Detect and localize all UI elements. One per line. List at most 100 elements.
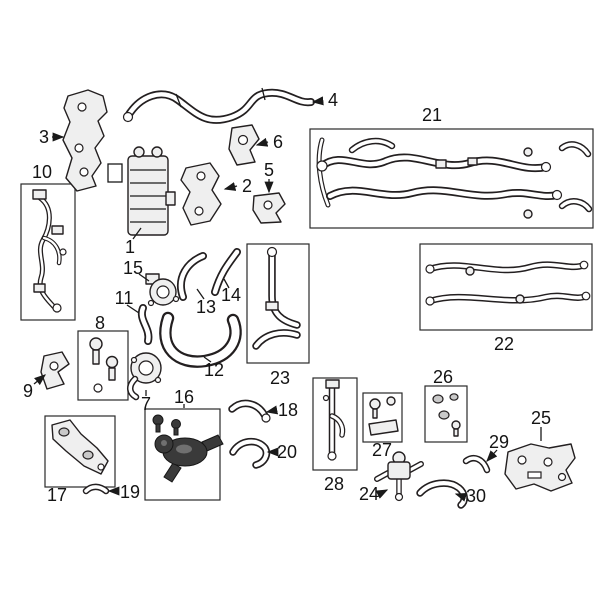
part-17-bracket-group <box>51 419 109 475</box>
housing-highlight <box>176 444 192 454</box>
group-box-22 <box>419 243 593 331</box>
part-label-23[interactable]: 23 <box>269 368 291 388</box>
pipe-fitting <box>467 157 478 166</box>
part-label-28[interactable]: 28 <box>323 474 345 494</box>
connector <box>33 283 46 293</box>
part-label-20[interactable]: 20 <box>276 442 298 462</box>
leader-14 <box>223 278 230 289</box>
pipe-fitting <box>465 266 475 276</box>
part-1-clip <box>107 163 123 183</box>
part-label-27[interactable]: 27 <box>371 440 393 460</box>
part-label-17[interactable]: 17 <box>46 485 68 505</box>
part-label-13[interactable]: 13 <box>195 297 217 317</box>
part-label-29[interactable]: 29 <box>488 432 510 452</box>
pipe-fitting <box>265 301 279 311</box>
pipe-fitting <box>515 294 525 304</box>
part-27-stud-group <box>368 396 399 436</box>
part-9-bracket <box>40 351 70 390</box>
part-8-stud-group <box>89 337 119 393</box>
part-7-water-pump <box>127 352 162 401</box>
leader-11 <box>126 304 140 314</box>
part-label-7[interactable]: 7 <box>140 394 152 414</box>
group-box-27 <box>362 392 403 443</box>
part-label-10[interactable]: 10 <box>31 162 53 182</box>
connector <box>51 225 64 235</box>
part-25-bracket <box>504 443 576 492</box>
hose-clamp-marks <box>175 87 266 108</box>
bolt <box>523 147 533 157</box>
group-box-21 <box>309 128 594 229</box>
leader-1 <box>132 227 142 240</box>
part-label-26[interactable]: 26 <box>432 367 454 387</box>
part-3-bracket <box>62 89 108 192</box>
group-box-23 <box>246 243 310 364</box>
part-2-bracket <box>180 162 222 226</box>
part-label-19[interactable]: 19 <box>119 482 141 502</box>
part-26-grommet-group <box>432 393 461 437</box>
part-13-hose <box>177 252 207 301</box>
part-18-hose <box>228 399 271 423</box>
leader-12 <box>203 356 212 363</box>
leader-6 <box>255 137 269 147</box>
pipe-fitting <box>435 159 447 169</box>
part-label-21[interactable]: 21 <box>421 105 443 125</box>
part-label-24[interactable]: 24 <box>358 484 380 504</box>
part-label-2[interactable]: 2 <box>241 176 253 196</box>
part-label-3[interactable]: 3 <box>38 127 50 147</box>
grommet <box>58 427 70 437</box>
part-label-22[interactable]: 22 <box>493 334 515 354</box>
group-box-8 <box>77 330 129 401</box>
part-label-14[interactable]: 14 <box>220 285 242 305</box>
part-4-hose <box>122 87 315 124</box>
group-box-28 <box>312 377 358 471</box>
part-label-12[interactable]: 12 <box>203 360 225 380</box>
leader-29 <box>486 449 498 462</box>
leader-15 <box>138 273 150 282</box>
part-1-assembly <box>107 146 176 236</box>
leader-30 <box>454 492 468 502</box>
group-box-17 <box>44 415 116 488</box>
connector <box>32 189 47 200</box>
part-11-hose <box>137 304 153 345</box>
grommet <box>82 450 94 460</box>
leader-lines <box>33 96 542 502</box>
part-15-water-pump <box>145 273 180 307</box>
part-label-5[interactable]: 5 <box>263 160 275 180</box>
part-label-1[interactable]: 1 <box>124 237 136 257</box>
leader-4 <box>311 96 324 106</box>
part-14-hose <box>211 248 241 296</box>
part-label-25[interactable]: 25 <box>530 408 552 428</box>
part-20-hose <box>229 437 271 469</box>
part-5-bracket <box>252 192 286 224</box>
bolt <box>523 209 533 219</box>
part-label-16[interactable]: 16 <box>173 387 195 407</box>
part-label-11[interactable]: 11 <box>114 288 134 308</box>
part-23-pipe-group <box>252 246 301 350</box>
leader-9 <box>33 374 47 386</box>
part-label-15[interactable]: 15 <box>122 258 144 278</box>
part-16-highlighted-housing <box>152 414 224 483</box>
leader-24 <box>375 489 389 499</box>
part-label-18[interactable]: 18 <box>277 400 299 420</box>
part-label-9[interactable]: 9 <box>22 381 34 401</box>
part-label-6[interactable]: 6 <box>272 132 284 152</box>
part-label-4[interactable]: 4 <box>327 90 339 110</box>
pipe-fitting <box>325 379 340 389</box>
group-box-16 <box>144 408 221 501</box>
part-12-hose <box>159 311 242 368</box>
part-21-pipe-assembly <box>316 137 593 219</box>
part-label-30[interactable]: 30 <box>465 486 487 506</box>
part-10-wire-harness <box>32 189 67 313</box>
part-28-pipe <box>322 379 346 461</box>
part-29-hose <box>462 455 491 474</box>
part-6-bracket <box>228 124 260 166</box>
leader-18 <box>265 405 279 415</box>
assembly-ribs <box>130 169 166 223</box>
part-19-hose <box>82 483 110 495</box>
part-label-8[interactable]: 8 <box>94 313 106 333</box>
part-22-pipe-assembly <box>425 260 591 306</box>
leader-13 <box>196 288 205 300</box>
leader-2 <box>223 182 238 191</box>
